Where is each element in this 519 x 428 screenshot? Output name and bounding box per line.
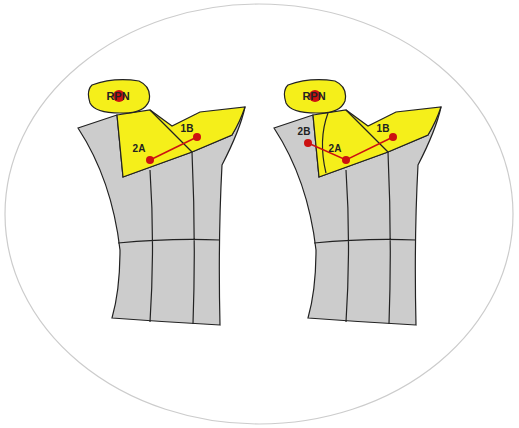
node-blob: RPN: [84, 77, 152, 115]
neck-figure: [274, 107, 441, 325]
region-label: 1B: [377, 124, 390, 134]
red-dot: [342, 156, 350, 164]
region-label: 1B: [181, 124, 194, 134]
node-label-text: RPN: [302, 90, 325, 102]
red-dot: [389, 133, 397, 141]
node-blob: RPN: [280, 77, 348, 115]
region-label: 2A: [329, 144, 342, 154]
region-divider: [118, 152, 220, 324]
frame-ellipse: [5, 4, 513, 424]
node-label: RPN: [280, 77, 348, 115]
region-label: 2B: [298, 127, 311, 137]
blob-outline: [88, 80, 149, 113]
red-dot: [304, 139, 312, 147]
red-dot: [146, 156, 154, 164]
region-divider: [322, 113, 328, 173]
connector-line: [150, 137, 197, 160]
grey-region: [78, 107, 245, 325]
blob-outline: [284, 80, 345, 113]
yellow-region: [117, 107, 245, 177]
red-dot: [193, 133, 201, 141]
neck-figure: [78, 107, 245, 325]
node-label-text: RPN: [106, 90, 129, 102]
region-label: 2A: [133, 144, 146, 154]
yellow-region: [313, 107, 441, 177]
node-label: RPN: [84, 77, 152, 115]
connector-line: [308, 137, 393, 160]
grey-region: [274, 107, 441, 325]
region-divider: [314, 152, 416, 324]
